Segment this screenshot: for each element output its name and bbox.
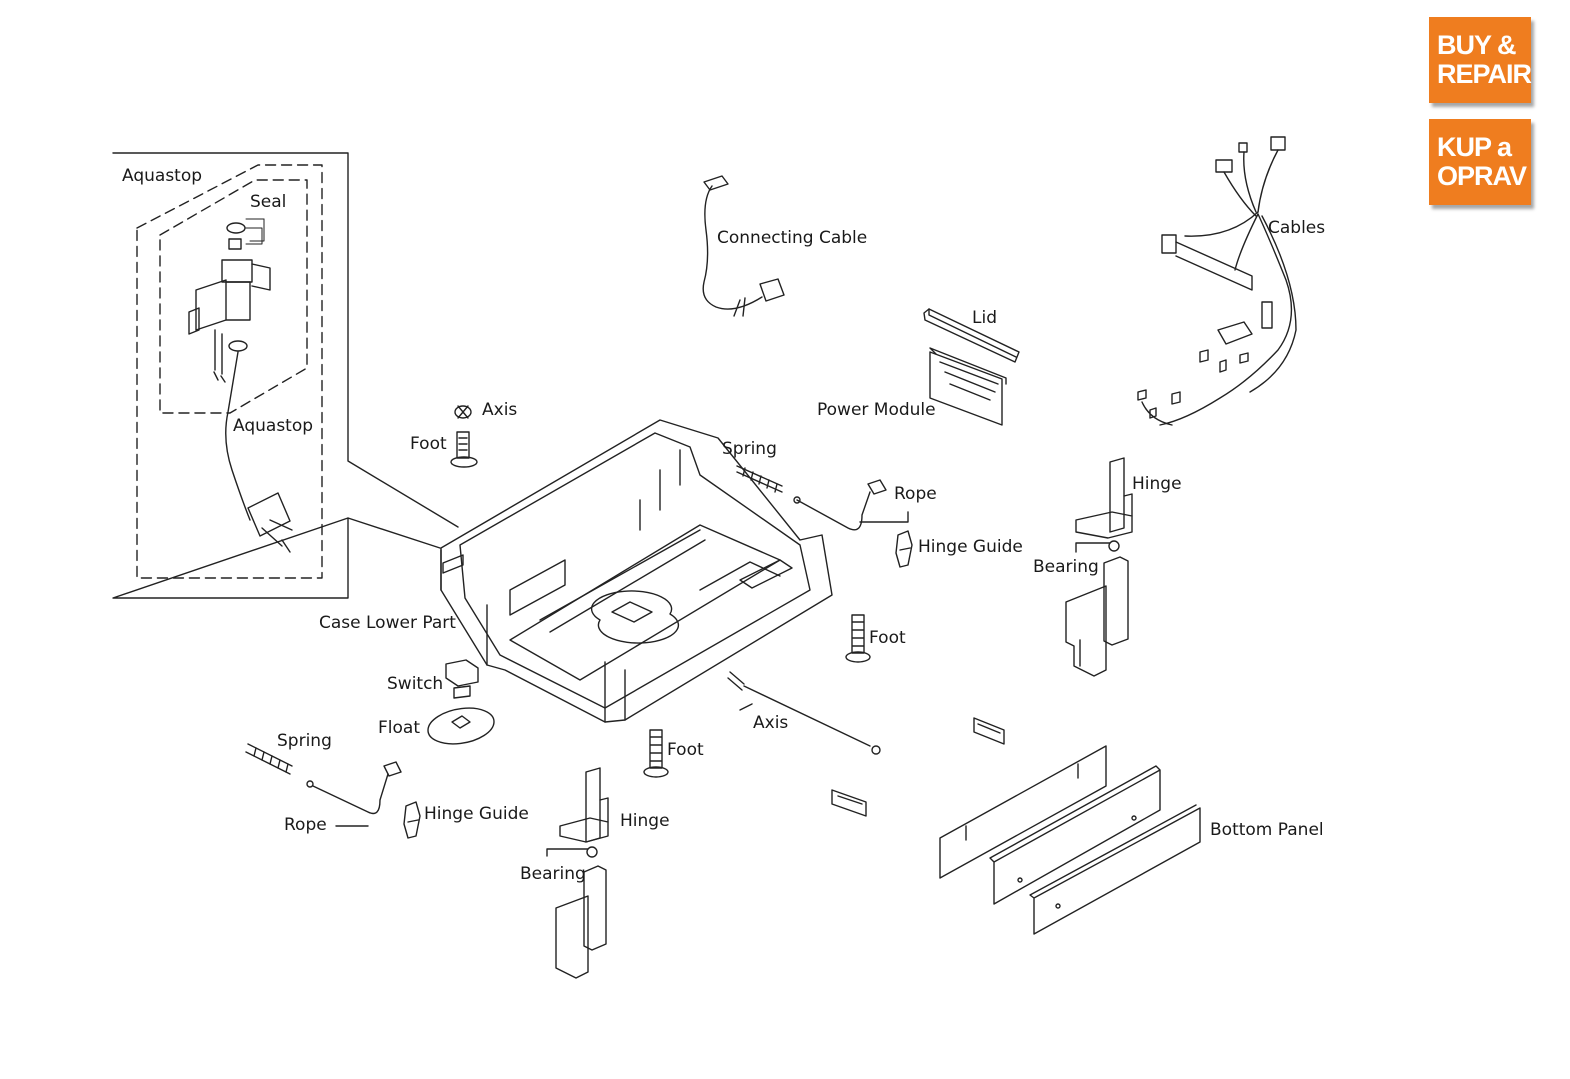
label-rope-right: Rope	[894, 484, 937, 504]
kup-oprav-line2: OPRAV	[1437, 161, 1527, 191]
label-foot-top: Foot	[410, 434, 447, 454]
label-axis-mid: Axis	[753, 713, 789, 733]
foot-top-part	[450, 431, 478, 468]
power-module-part	[929, 347, 1007, 426]
case-lower-part	[440, 419, 833, 723]
label-hinge-right: Hinge	[1132, 474, 1182, 494]
label-case-lower-part: Case Lower Part	[319, 613, 456, 633]
aquastop-valve-part	[188, 222, 293, 553]
foot-mid-right-part	[845, 614, 871, 663]
label-bearing-bottom: Bearing	[520, 864, 586, 884]
rope-right-part	[793, 479, 909, 531]
label-foot-bottom: Foot	[667, 740, 704, 760]
buy-repair-line2: REPAIR	[1437, 59, 1532, 89]
foot-bottom-part	[643, 729, 669, 778]
axis-top-part	[454, 405, 472, 419]
label-bearing-right: Bearing	[1033, 557, 1099, 577]
aquastop-frame	[112, 152, 459, 599]
hinge-guide-right-part	[895, 530, 913, 568]
leader-lines	[245, 218, 265, 242]
label-spring-left: Spring	[277, 731, 332, 751]
hinge-right-part	[1075, 457, 1133, 539]
buy-repair-line1: BUY &	[1437, 30, 1517, 60]
kup-oprav-line1: KUP a	[1437, 132, 1512, 162]
bearing-bottom-part	[546, 846, 607, 979]
bearing-right-part	[1065, 540, 1129, 677]
kup-oprav-badge[interactable]: KUP a OPRAV	[1429, 119, 1531, 205]
label-connecting-cable: Connecting Cable	[717, 228, 868, 248]
label-spring-top: Spring	[722, 439, 777, 459]
label-rope-left: Rope	[284, 815, 327, 835]
spring-top-part	[736, 465, 783, 493]
axis-mid-part	[727, 671, 881, 755]
label-seal: Seal	[250, 192, 287, 212]
connecting-cable-part	[702, 175, 785, 317]
hinge-bottom-part	[559, 767, 609, 843]
label-aquastop-box: Aquastop	[122, 166, 203, 186]
lid-part	[923, 308, 1020, 363]
label-hinge-bottom: Hinge	[620, 811, 670, 831]
buy-repair-badge[interactable]: BUY & REPAIR	[1429, 17, 1532, 103]
label-foot-mid-right: Foot	[869, 628, 906, 648]
label-cables: Cables	[1268, 218, 1326, 238]
label-axis-top: Axis	[482, 400, 518, 420]
label-bottom-panel: Bottom Panel	[1210, 820, 1324, 840]
hinge-guide-left-part	[403, 801, 421, 839]
spring-left-part	[245, 743, 293, 775]
label-lid: Lid	[972, 308, 997, 328]
label-float: Float	[378, 718, 420, 738]
bottom-panel-part	[939, 745, 1201, 935]
rope-left-part	[306, 761, 402, 827]
label-hinge-guide-left: Hinge Guide	[424, 804, 529, 824]
label-aquastop: Aquastop	[233, 416, 314, 436]
float-part	[427, 707, 495, 745]
label-switch: Switch	[387, 674, 444, 694]
label-hinge-guide-right: Hinge Guide	[918, 537, 1023, 557]
cables-part	[1137, 136, 1297, 426]
clip-part	[831, 717, 1005, 817]
label-power-module: Power Module	[817, 400, 936, 420]
switch-part	[445, 659, 479, 699]
